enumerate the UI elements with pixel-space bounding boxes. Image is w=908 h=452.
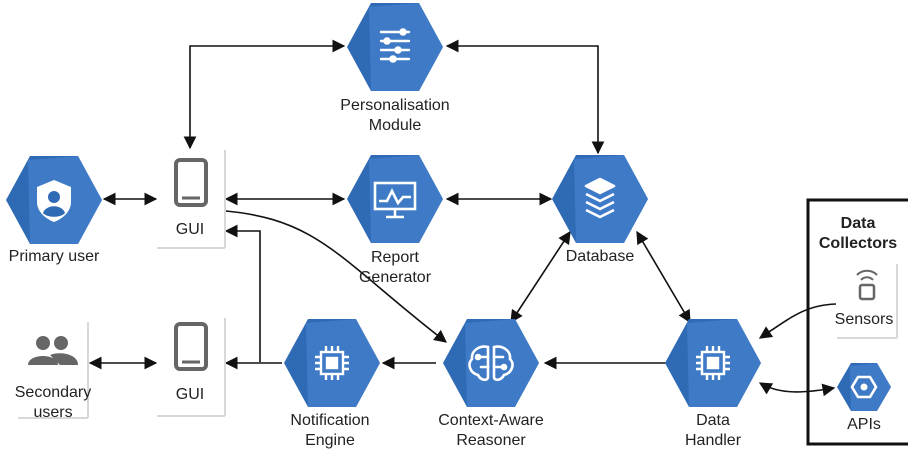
people-icon (28, 336, 78, 365)
notification-engine-label-line1: Notification (290, 412, 370, 429)
chip-icon (696, 346, 730, 380)
report-generator-label-line1: Report (370, 249, 420, 266)
data-collectors-box (806, 198, 908, 446)
secondary-users-label-line2: users (33, 404, 73, 421)
context-aware-reasoner-label: Context-Aware Reasoner (438, 411, 544, 451)
edge-gui-reasoner (225, 210, 448, 343)
data-handler-label-line1: Data (696, 412, 730, 429)
edge-database-handler (636, 230, 691, 324)
database-node[interactable] (552, 155, 648, 243)
personalisation-icon (379, 28, 411, 63)
data-handler-label: Data Handler (685, 411, 741, 451)
apis-label: APIs (847, 416, 881, 433)
gui-top-card[interactable] (157, 150, 226, 249)
personalisation-label-line2: Module (368, 117, 422, 134)
primary-user-node[interactable] (6, 156, 102, 244)
context-aware-reasoner-node[interactable] (443, 319, 539, 407)
connectors (88, 39, 837, 397)
data-handler-node[interactable] (665, 319, 761, 407)
secondary-users-label: Secondary users (15, 383, 92, 423)
data-collectors-title-line1: Data (840, 215, 876, 232)
data-collectors-title-line2: Collectors (818, 235, 898, 252)
database-label: Database (565, 248, 635, 265)
chip-icon (315, 346, 349, 380)
edge-notification-gui (224, 224, 261, 362)
context-aware-reasoner-label-line2: Reasoner (456, 432, 526, 449)
edge-personalisation-database (445, 39, 605, 155)
gui-bottom-card[interactable] (157, 318, 226, 417)
sensor-device-icon (856, 269, 878, 301)
report-generator-label: Report Generator (359, 248, 431, 288)
mobile-device-icon (174, 322, 208, 371)
apis-node[interactable] (837, 363, 891, 411)
edge-handler-apis (758, 382, 836, 397)
secondary-users-label-line1: Secondary (14, 384, 92, 401)
database-stack-icon (584, 177, 616, 219)
sensors-label: Sensors (834, 311, 894, 328)
notification-engine-node[interactable] (284, 319, 380, 407)
secondary-users-card[interactable] (18, 322, 89, 419)
data-handler-label-line2: Handler (684, 432, 742, 449)
gui-bottom-label: GUI (175, 386, 205, 403)
gui-top-label: GUI (175, 221, 205, 238)
personalisation-label: Personalisation Module (340, 96, 449, 136)
context-aware-reasoner-label-line1: Context-Aware (438, 412, 544, 429)
api-hexagon-icon (850, 375, 878, 399)
edge-database-reasoner (510, 230, 571, 324)
primary-user-label: Primary user (8, 248, 100, 265)
notification-engine-label-line2: Engine (305, 432, 355, 449)
user-shield-icon (37, 180, 71, 222)
report-generator-label-line2: Generator (358, 269, 432, 286)
edge-gui-personalisation (183, 39, 346, 150)
sensors-card[interactable] (837, 264, 898, 339)
monitor-chart-icon (373, 181, 417, 219)
edge-sensors-handler (758, 303, 837, 339)
personalisation-label-line1: Personalisation (340, 97, 450, 114)
brain-icon (468, 345, 514, 382)
data-collectors-title: Data Collectors (819, 214, 897, 254)
notification-engine-label: Notification Engine (290, 411, 369, 451)
mobile-device-icon (174, 158, 208, 207)
personalisation-node[interactable] (347, 3, 443, 91)
report-generator-node[interactable] (347, 155, 443, 243)
